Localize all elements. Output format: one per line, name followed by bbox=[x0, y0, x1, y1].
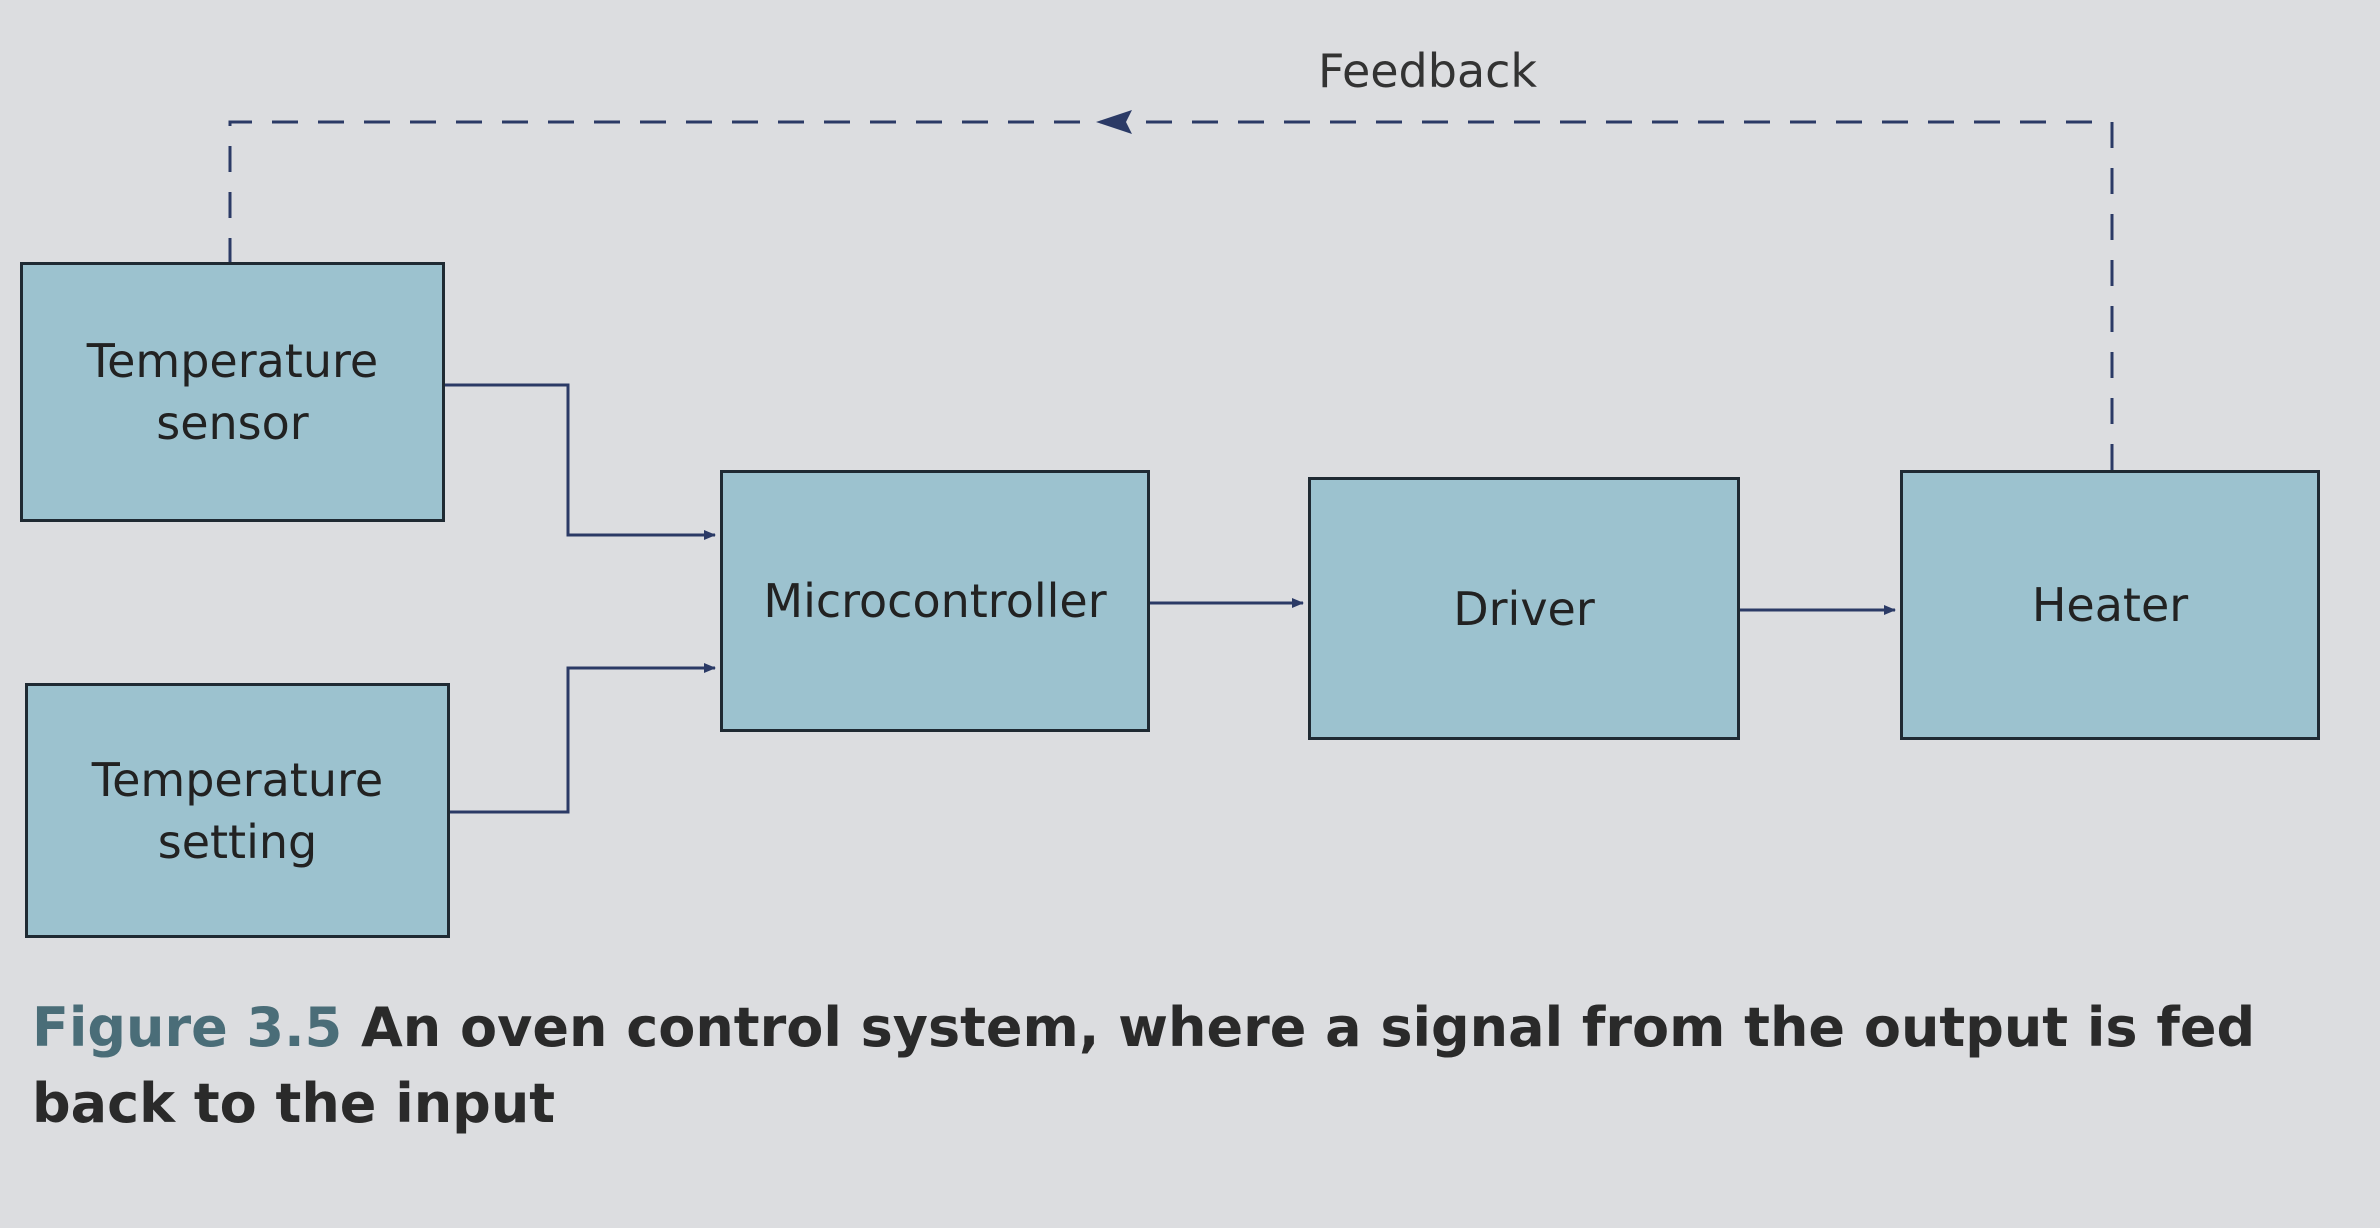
heater-label: Heater bbox=[2031, 578, 2189, 632]
feedback-path bbox=[228, 120, 2114, 470]
microcontroller-label: Microcontroller bbox=[763, 574, 1107, 628]
heater-block: Heater bbox=[1900, 470, 2320, 740]
driver-block: Driver bbox=[1308, 477, 1740, 740]
temperature-setting-block: Temperature setting bbox=[25, 683, 450, 938]
feedback-arrowhead bbox=[1096, 110, 1132, 134]
microcontroller-block: Microcontroller bbox=[720, 470, 1150, 732]
driver-label: Driver bbox=[1453, 581, 1595, 636]
setting-to-microcontroller-arrow bbox=[450, 663, 716, 814]
temperature-sensor-line1: Temperature bbox=[86, 334, 379, 388]
figure-caption: Figure 3.5 An oven control system, where… bbox=[32, 990, 2332, 1142]
sensor-to-microcontroller-arrow bbox=[445, 383, 716, 540]
feedback-label: Feedback bbox=[1318, 44, 1538, 98]
temperature-sensor-block: Temperature sensor bbox=[20, 262, 445, 522]
caption-text: An oven control system, where a signal f… bbox=[32, 996, 2256, 1135]
temperature-setting-line2: setting bbox=[157, 814, 318, 869]
caption-label: Figure 3.5 bbox=[32, 996, 343, 1059]
temperature-sensor-line2: sensor bbox=[156, 396, 309, 450]
temperature-setting-line1: Temperature bbox=[91, 752, 384, 807]
